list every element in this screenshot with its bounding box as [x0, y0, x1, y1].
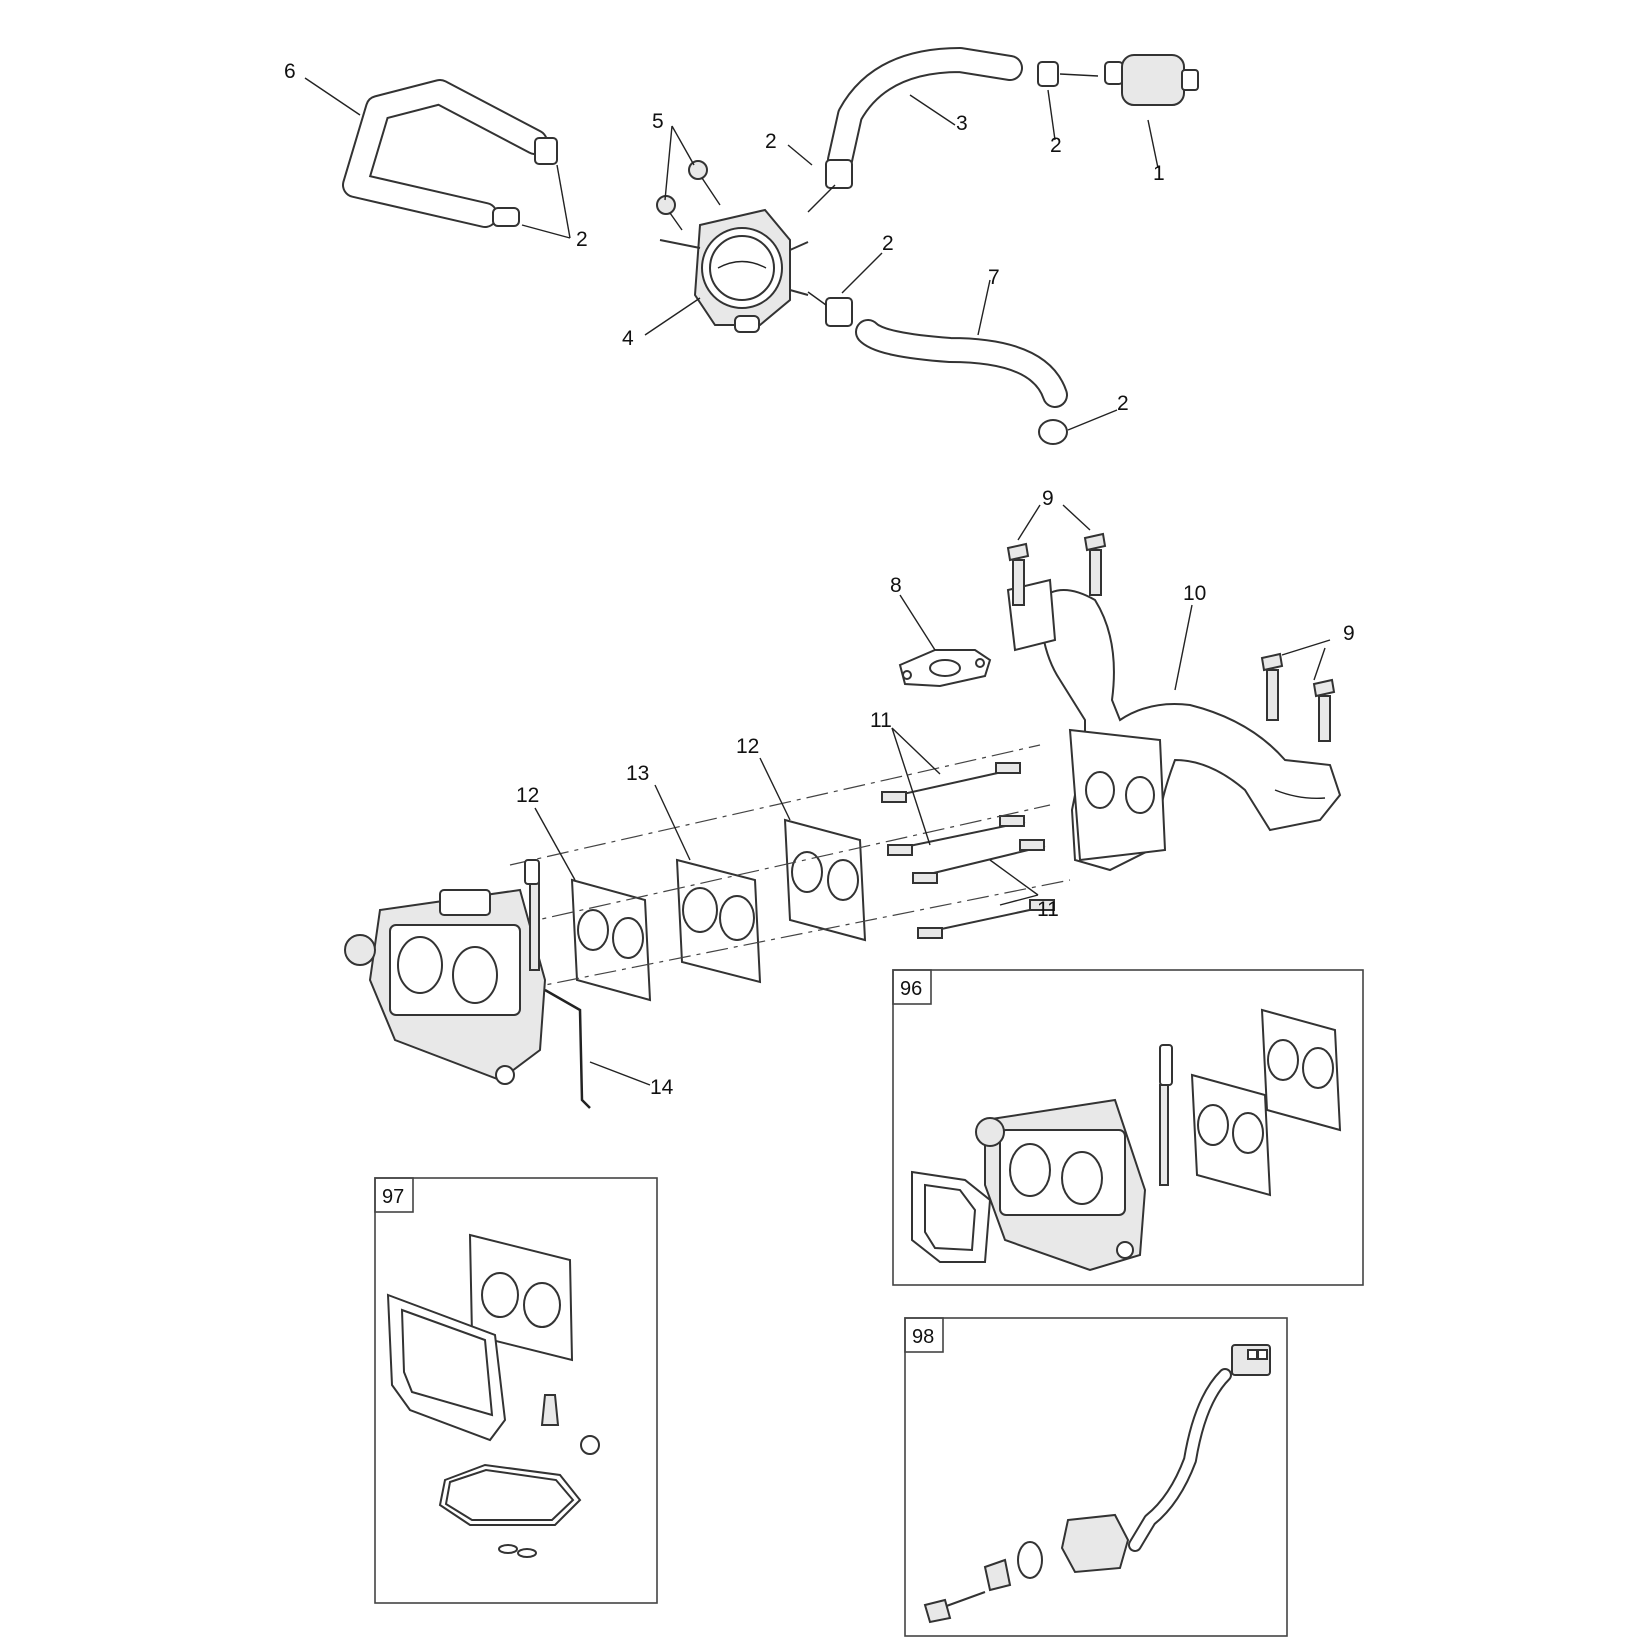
- callout-9: 9: [1042, 487, 1054, 510]
- hose-part-3: [827, 47, 1023, 173]
- gasket-part-12: [570, 878, 652, 1002]
- callout-14: 14: [650, 1076, 674, 1099]
- hose-part-6: [342, 79, 548, 228]
- alignment-lines: [509, 744, 1071, 991]
- leader-lines-intake: [534, 504, 1331, 1086]
- callout-1: 1: [1153, 162, 1165, 185]
- callout-7: 7: [988, 266, 1000, 289]
- callout-2: 2: [765, 130, 777, 153]
- callout-9: 9: [1343, 622, 1355, 645]
- callout-2: 2: [1117, 392, 1129, 415]
- callout-3: 3: [956, 112, 968, 135]
- callout-13: 13: [626, 762, 649, 785]
- gasket-part-12: [783, 818, 867, 942]
- callout-6: 6: [284, 60, 296, 83]
- callout-2: 2: [1050, 134, 1062, 157]
- kit-label-97: 97: [382, 1186, 404, 1208]
- callout-5: 5: [652, 110, 664, 133]
- callout-11: 11: [1037, 898, 1059, 921]
- leader-lines-top: [304, 77, 1159, 431]
- callout-11: 11: [870, 709, 892, 732]
- callout-8: 8: [890, 574, 902, 597]
- choke-rod-part-14: [544, 988, 591, 1109]
- callout-2: 2: [882, 232, 894, 255]
- kit-label-96: 96: [900, 978, 922, 1000]
- callout-12: 12: [516, 784, 539, 807]
- fuel-filter-part-1: [1104, 54, 1199, 106]
- hose-clamp-2: [825, 61, 1059, 189]
- kit-box-96: [892, 969, 1364, 1286]
- carburetor: [344, 859, 547, 1085]
- callout-10: 10: [1183, 582, 1206, 605]
- hose-clamp-2: [492, 137, 558, 227]
- stud-part-11: [881, 762, 1055, 939]
- hose-clamp-2: [825, 297, 1068, 445]
- kit-box-98: [904, 1317, 1288, 1637]
- callout-4: 4: [622, 327, 634, 350]
- bolt-part-9: [1006, 532, 1336, 742]
- fuel-pump-part-4: [659, 208, 809, 333]
- hose-part-7: [855, 319, 1068, 408]
- intake-manifold-part-10: [1006, 578, 1342, 872]
- gasket-part-8: [898, 649, 992, 688]
- callout-12: 12: [736, 735, 759, 758]
- kit-box-97: [374, 1177, 658, 1604]
- callout-2: 2: [576, 228, 588, 251]
- kit-label-98: 98: [912, 1326, 934, 1348]
- spacer-part-13: [675, 858, 762, 984]
